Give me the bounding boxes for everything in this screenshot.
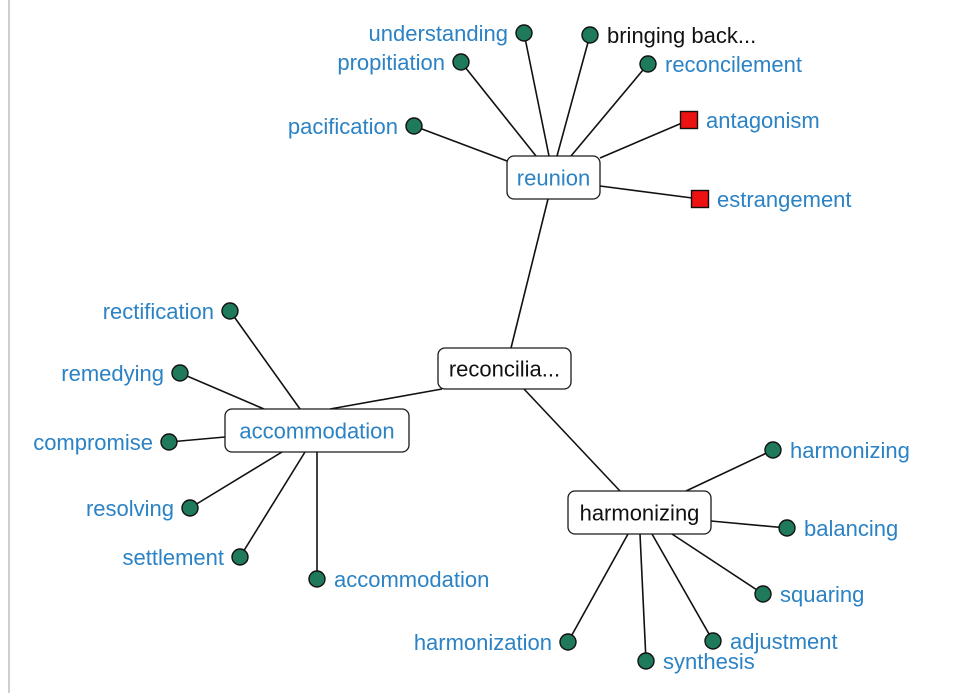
- edge-harmonizing-leaf: [685, 449, 774, 492]
- leaf-node[interactable]: understanding: [369, 21, 533, 46]
- hub-node-reunion[interactable]: reunion: [506, 155, 601, 200]
- edges: [168, 32, 788, 662]
- synonym-marker: [754, 585, 772, 603]
- synonym-marker: [639, 55, 657, 73]
- left-border: [8, 0, 10, 693]
- hub-node-accommodation[interactable]: accommodation: [224, 408, 410, 453]
- leaf-node[interactable]: resolving: [86, 496, 199, 521]
- leaf-node[interactable]: pacification: [288, 114, 423, 139]
- edge-harmonizing-leaf: [671, 533, 764, 595]
- edge-accommodation-leaf: [229, 310, 301, 410]
- leaf-node[interactable]: harmonization: [414, 630, 577, 655]
- synonym-marker: [704, 632, 722, 650]
- leaf-label[interactable]: bringing back...: [607, 23, 756, 48]
- edge-center-accommodation: [329, 388, 443, 410]
- leaf-node[interactable]: synthesis: [637, 649, 755, 674]
- leaf-label[interactable]: synthesis: [663, 649, 755, 674]
- edge-center-reunion: [510, 198, 549, 349]
- leaf-label[interactable]: understanding: [369, 21, 508, 46]
- synonym-marker: [160, 433, 178, 451]
- antonym-marker: [690, 189, 710, 209]
- edge-reunion-leaf: [556, 34, 591, 157]
- leaf-label[interactable]: adjustment: [730, 629, 838, 654]
- synonym-marker: [405, 117, 423, 135]
- edge-reunion-leaf: [413, 125, 508, 162]
- hub-node-reunion-box: [506, 155, 601, 200]
- leaf-label[interactable]: compromise: [33, 430, 153, 455]
- leaf-node[interactable]: compromise: [33, 430, 178, 455]
- leaf-label[interactable]: harmonization: [414, 630, 552, 655]
- leaf-label[interactable]: settlement: [123, 545, 225, 570]
- synonym-marker: [778, 519, 796, 537]
- leaf-node[interactable]: remedying: [61, 361, 189, 386]
- edge-center-harmonizing: [523, 388, 621, 492]
- edge-harmonizing-leaf: [639, 533, 647, 662]
- leaf-label[interactable]: rectification: [103, 299, 214, 324]
- leaf-label[interactable]: pacification: [288, 114, 398, 139]
- leaf-label[interactable]: resolving: [86, 496, 174, 521]
- leaf-label[interactable]: estrangement: [717, 187, 852, 212]
- synonym-marker: [221, 302, 239, 320]
- edge-harmonizing-leaf: [710, 520, 788, 529]
- hub-node-accommodation-box: [224, 408, 410, 453]
- leaf-node[interactable]: antagonism: [679, 108, 820, 133]
- leaf-label[interactable]: antagonism: [706, 108, 820, 133]
- leaf-label[interactable]: squaring: [780, 582, 864, 607]
- synonym-marker: [452, 53, 470, 71]
- hub-node-harmonizing[interactable]: harmonizing: [567, 490, 712, 535]
- leaf-label[interactable]: remedying: [61, 361, 164, 386]
- edge-reunion-leaf: [523, 32, 550, 157]
- edge-accommodation-leaf: [168, 436, 226, 443]
- leaf-node[interactable]: rectification: [103, 299, 239, 324]
- leaf-node[interactable]: adjustment: [704, 629, 838, 654]
- leaf-label[interactable]: accommodation: [334, 567, 489, 592]
- synonym-marker: [231, 548, 249, 566]
- leaf-node[interactable]: squaring: [754, 582, 864, 607]
- center-node-box: [437, 347, 572, 390]
- synonym-marker: [308, 570, 326, 588]
- leaf-label[interactable]: harmonizing: [790, 438, 910, 463]
- edge-accommodation-leaf: [189, 451, 283, 509]
- synonym-marker: [637, 652, 655, 670]
- synonym-marker: [559, 633, 577, 651]
- leaf-node[interactable]: harmonizing: [764, 438, 910, 463]
- hub-node-harmonizing-box: [567, 490, 712, 535]
- edge-harmonizing-leaf: [567, 533, 629, 643]
- leaf-node[interactable]: balancing: [778, 516, 898, 541]
- edge-accommodation-leaf: [239, 451, 306, 558]
- leaf-node[interactable]: settlement: [123, 545, 249, 570]
- antonym-marker: [679, 110, 699, 130]
- leaf-node[interactable]: bringing back...: [581, 23, 756, 48]
- leaf-label[interactable]: propitiation: [337, 50, 445, 75]
- center-node[interactable]: reconcilia...: [437, 347, 572, 390]
- synonym-marker: [515, 24, 533, 42]
- leaf-node[interactable]: estrangement: [690, 187, 852, 212]
- synonym-marker: [181, 499, 199, 517]
- center-node-label: reconcilia...: [449, 357, 560, 382]
- edge-reunion-leaf: [570, 63, 649, 157]
- leaf-node[interactable]: accommodation: [308, 567, 489, 592]
- leaf-label[interactable]: balancing: [804, 516, 898, 541]
- edge-reunion-leaf: [599, 119, 690, 159]
- hub-node-harmonizing-label: harmonizing: [580, 501, 700, 526]
- leaf-label[interactable]: reconcilement: [665, 52, 802, 77]
- synonym-marker: [764, 441, 782, 459]
- synonym-marker: [171, 364, 189, 382]
- hub-node-accommodation-label: accommodation: [239, 419, 394, 444]
- hub-node-reunion-label: reunion: [517, 166, 590, 191]
- edge-accommodation-leaf: [179, 372, 265, 410]
- edge-reunion-leaf: [460, 61, 537, 157]
- edge-harmonizing-leaf: [651, 533, 714, 642]
- leaf-node[interactable]: propitiation: [337, 50, 470, 75]
- nodes: reconcilia... reunion understanding propiti…: [33, 21, 910, 674]
- synonym-marker: [581, 26, 599, 44]
- leaf-node[interactable]: reconcilement: [639, 52, 802, 77]
- edge-reunion-leaf: [599, 185, 701, 200]
